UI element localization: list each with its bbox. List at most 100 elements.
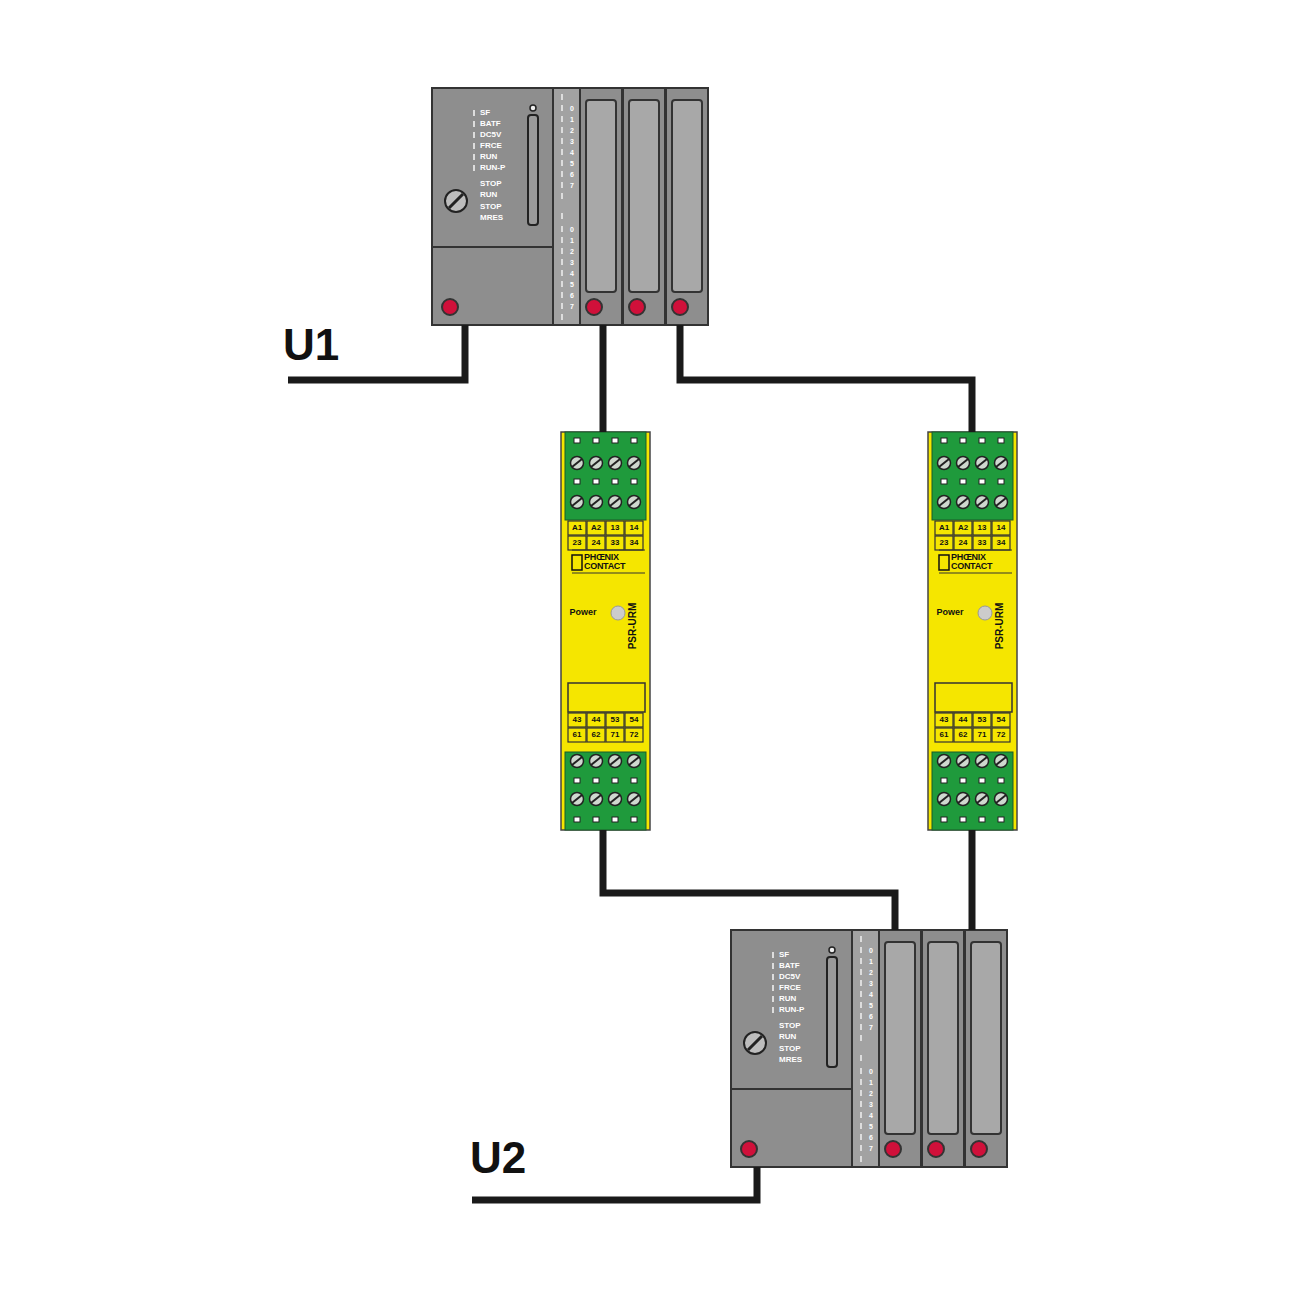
terminal-label: 72: [630, 731, 639, 739]
channel-number: 7: [570, 303, 574, 310]
signal-wire: [600, 325, 607, 432]
terminal-label: 23: [573, 539, 582, 547]
channel-number: 7: [869, 1024, 873, 1031]
channel-number: 5: [570, 160, 574, 167]
terminal-label: 13: [978, 524, 987, 532]
channel-number: 1: [869, 958, 873, 965]
channel-number: 2: [869, 1090, 873, 1097]
terminal-label: A2: [591, 524, 601, 532]
terminal-label: 44: [959, 716, 968, 724]
plc-module: SF BATF DC5V FRCE RUN RUN-P STOP RUN STOP MRES 0 1 2…: [731, 930, 1007, 1167]
terminal-label: 62: [592, 731, 601, 739]
status-label: STOP: [779, 1045, 801, 1053]
status-label: STOP: [779, 1022, 801, 1030]
status-label: FRCE: [779, 984, 801, 992]
status-label: BATF: [779, 962, 800, 970]
terminal-label: 14: [630, 524, 639, 532]
terminal-label: 13: [611, 524, 620, 532]
channel-number: 4: [869, 1112, 873, 1119]
terminal-label: 71: [611, 731, 620, 739]
terminal-label: A1: [939, 524, 949, 532]
signal-wire: [969, 830, 976, 930]
supply-label: U2: [470, 1136, 526, 1180]
status-label: STOP: [480, 203, 502, 211]
terminal-label: 24: [592, 539, 601, 547]
channel-number: 0: [570, 226, 574, 233]
status-label: BATF: [480, 120, 501, 128]
terminal-label: 72: [997, 731, 1006, 739]
status-label: DC5V: [480, 131, 501, 139]
safety-relay: A1A2131423243334PHŒNIX CONTACTPowerPSR-U…: [561, 432, 650, 830]
terminal-label: 53: [611, 716, 620, 724]
terminal-label: 33: [611, 539, 620, 547]
channel-number: 6: [869, 1013, 873, 1020]
status-label: RUN: [480, 191, 497, 199]
channel-number: 3: [869, 980, 873, 987]
terminal-label: 53: [978, 716, 987, 724]
terminal-label: 33: [978, 539, 987, 547]
plc-module: SF BATF DC5V FRCE RUN RUN-P STOP RUN STOP MRES 0 1 2…: [432, 88, 708, 325]
channel-number: 2: [570, 127, 574, 134]
channel-number: 7: [570, 182, 574, 189]
channel-number: 3: [570, 138, 574, 145]
channel-number: 5: [570, 281, 574, 288]
led-label: Power: [936, 608, 963, 617]
status-label: STOP: [480, 180, 502, 188]
status-label: MRES: [779, 1056, 802, 1064]
channel-number: 0: [570, 105, 574, 112]
status-label: RUN: [779, 1033, 796, 1041]
terminal-label: 62: [959, 731, 968, 739]
terminal-label: 34: [630, 539, 639, 547]
channel-number: 5: [869, 1123, 873, 1130]
status-label: DC5V: [779, 973, 800, 981]
model-name: PSR-URM: [995, 603, 1005, 650]
terminal-label: 61: [940, 731, 949, 739]
terminal-label: 71: [978, 731, 987, 739]
brand-logo: PHŒNIX CONTACT: [584, 553, 640, 571]
signal-wire: [680, 325, 972, 432]
channel-number: 6: [869, 1134, 873, 1141]
channel-number: 4: [570, 270, 574, 277]
terminal-label: A1: [572, 524, 582, 532]
terminal-label: A2: [958, 524, 968, 532]
terminal-label: 54: [630, 716, 639, 724]
status-label: RUN-P: [779, 1006, 804, 1014]
channel-number: 1: [869, 1079, 873, 1086]
channel-number: 7: [869, 1145, 873, 1152]
status-label: FRCE: [480, 142, 502, 150]
terminal-label: 54: [997, 716, 1006, 724]
channel-number: 4: [570, 149, 574, 156]
terminal-label: 24: [959, 539, 968, 547]
channel-number: 2: [570, 248, 574, 255]
channel-number: 0: [869, 1068, 873, 1075]
channel-number: 6: [570, 292, 574, 299]
channel-number: 1: [570, 237, 574, 244]
brand-logo: PHŒNIX CONTACT: [951, 553, 1007, 571]
channel-number: 1: [570, 116, 574, 123]
status-label: MRES: [480, 214, 503, 222]
channel-number: 0: [869, 947, 873, 954]
terminal-label: 34: [997, 539, 1006, 547]
channel-number: 2: [869, 969, 873, 976]
terminal-label: 43: [940, 716, 949, 724]
model-name: PSR-URM: [628, 603, 638, 650]
channel-number: 3: [869, 1101, 873, 1108]
status-label: RUN: [779, 995, 796, 1003]
channel-number: 4: [869, 991, 873, 998]
status-label: SF: [480, 109, 490, 117]
terminal-label: 61: [573, 731, 582, 739]
status-label: RUN: [480, 153, 497, 161]
status-label: SF: [779, 951, 789, 959]
terminal-label: 43: [573, 716, 582, 724]
supply-label: U1: [283, 323, 339, 367]
channel-number: 3: [570, 259, 574, 266]
channel-number: 5: [869, 1002, 873, 1009]
status-label: RUN-P: [480, 164, 505, 172]
terminal-label: 14: [997, 524, 1006, 532]
signal-wire: [603, 830, 895, 930]
channel-number: 6: [570, 171, 574, 178]
terminal-label: 23: [940, 539, 949, 547]
terminal-label: 44: [592, 716, 601, 724]
